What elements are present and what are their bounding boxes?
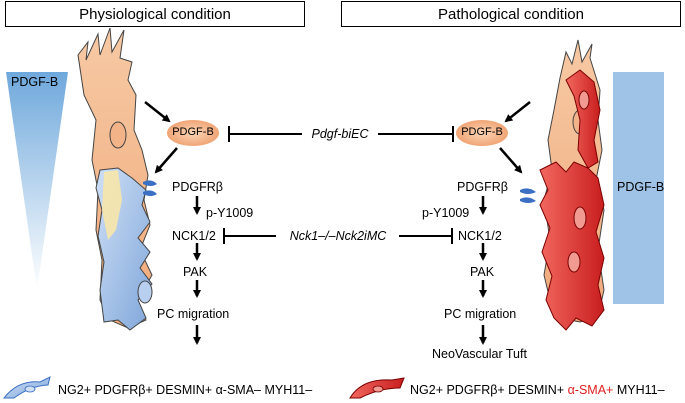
pathway-left-step-1: PDGFRβ [172,180,223,194]
receptor-left [143,180,157,196]
pathway-right-step-3: NCK1/2 [458,229,502,243]
pathway-left-step-5: PC migration [157,307,230,321]
gradient-label-right: PDGF-B [617,180,665,194]
pathway-left-step-4: PAK [183,265,208,279]
legend-right-post: MYH11– [613,383,665,397]
ligand-left-shape [167,120,219,146]
receptor-right [520,188,536,203]
pathway-right-step-1: PDGFRβ [457,180,508,194]
pathway-right-step-5: PC migration [444,307,517,321]
legend-left: NG2+ PDGFRβ+ DESMIN+ α-SMA– MYH11– [58,383,313,397]
legend-icon-red-pericyte [349,377,405,399]
pathway-right-step-6: NeoVascular Tuft [432,347,527,361]
legend-right: NG2+ PDGFRβ+ DESMIN+ α-SMA+ MYH11– [410,383,665,397]
pathway-right-step-4: PAK [470,265,495,279]
arrow-ligand-to-receptor-left [154,147,178,174]
pdgf-gradient-left [6,72,68,290]
legend-icon-blue-pericyte [2,376,51,399]
arrow-ligand-to-receptor-right [499,147,523,174]
inhibitor-label-top: Pdgf-biEC [311,127,369,141]
legend-right-pre: NG2+ PDGFRβ+ DESMIN+ [410,383,568,397]
arrow-cell-to-ligand-right [504,101,531,123]
gradient-label-left: PDGF-B [11,75,59,89]
pericyte-left [95,167,153,331]
pericyte-right [539,69,605,331]
legend-right-red: α-SMA+ [567,383,614,397]
header-physiological: Physiological condition [5,1,305,27]
ligand-label-left: PDGF-B [172,126,214,138]
inhibitor-label-middle: Nck1–/–Nck2iMC [289,229,387,243]
ligand-right-shape [456,120,508,146]
ligand-label-right: PDGF-B [461,126,503,138]
inhibitor-top [228,126,454,142]
pathway-left-step-3: NCK1/2 [172,229,216,243]
pathway-left-step-2: p-Y1009 [206,206,254,220]
pathway-right-step-2: p-Y1009 [422,206,470,220]
pdgf-gradient-right [613,72,664,304]
inhibitor-middle [223,228,453,244]
arrow-cell-to-ligand-left [144,101,171,123]
header-pathological: Pathological condition [341,1,681,27]
